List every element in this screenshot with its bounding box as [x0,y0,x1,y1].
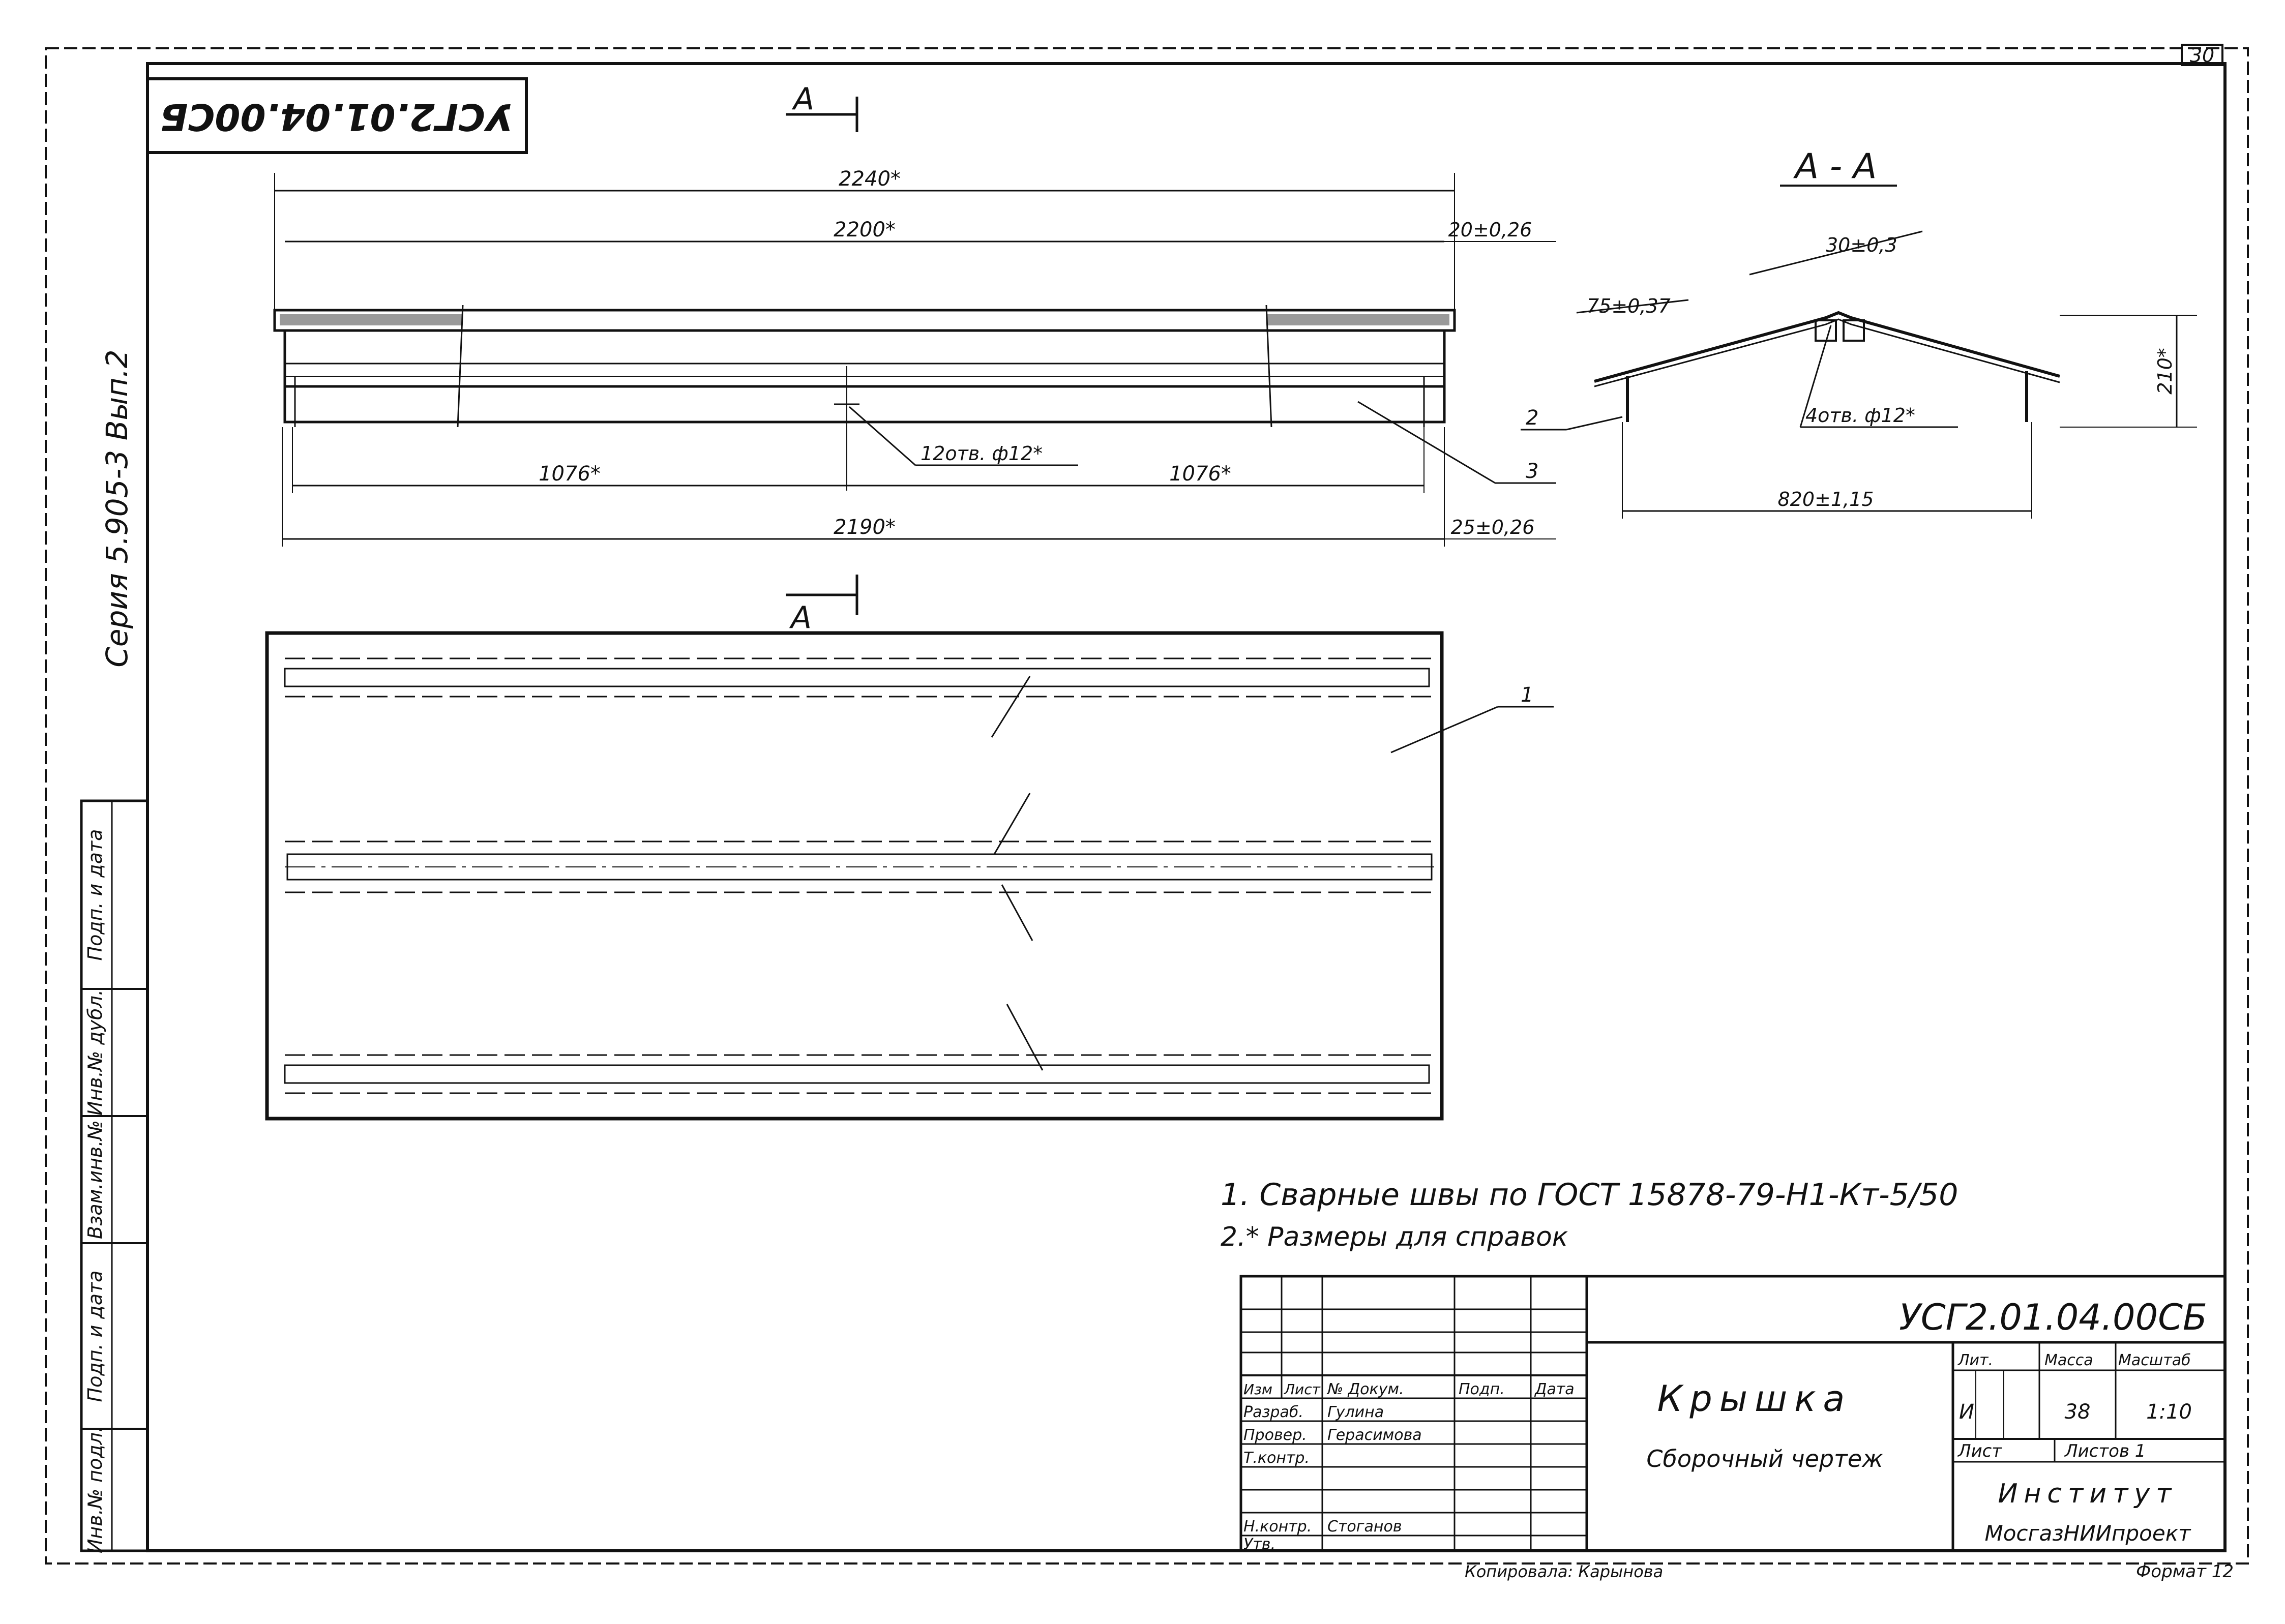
lit-label: Лит. [1957,1351,1993,1369]
role-1: Разраб. [1243,1403,1303,1421]
lit-value: И [1959,1400,1974,1424]
dim-end-bottom: 25±0,26 [1451,516,1535,538]
front-view: А А 2240* 2200* 20±0,26 1076* 107 [273,81,1556,636]
role-5: Утв. [1243,1536,1275,1553]
stamp-box [146,77,528,154]
side-col-2: Инв.№ дубл. [84,989,106,1116]
part-name: Крышка [1657,1378,1852,1420]
side-column-group: Подп. и дата Инв.№ дубл. Взам.инв.№ Подп… [80,799,149,1553]
callout-2: 2 [1526,406,1538,430]
name-2: Герасимова [1327,1426,1422,1444]
mass-label: Масса [2044,1351,2093,1369]
section-mark-bottom: А [789,600,812,636]
dim-holes: 12отв. ф12* [921,442,1043,465]
name-4: Стоганов [1327,1518,1402,1536]
role-4: Н.контр. [1243,1518,1312,1536]
plan-view: 1 [265,631,1554,1121]
hdr-izm: Изм [1243,1381,1272,1398]
dim-width: 820±1,15 [1778,488,1874,510]
stamp-rotated-code: УСГ2.01.04.00СБ [160,96,514,138]
hdr-doc: № Докум. [1326,1380,1404,1398]
dim-overall: 2240* [839,167,901,191]
doc-code: УСГ2.01.04.00СБ [1899,1297,2207,1338]
sheet-number: 30 [2190,44,2214,67]
dim-top: 30±0,3 [1826,234,1897,256]
sheets-label: Листов 1 [2064,1441,2146,1461]
side-col-4: Подп. и дата [84,1271,106,1402]
series-text: Серия 5.905-3 Вып.2 [100,349,134,667]
sheet-label: Лист [1957,1441,2002,1461]
dim-height: 210* [2154,348,2176,395]
dim-right: 1076* [1169,462,1231,486]
dim-bottom: 2190* [834,516,896,539]
drawing-subtitle: Сборочный чертеж [1646,1445,1883,1472]
sheet-number-box [2181,44,2223,66]
side-col-3: Взам.инв.№ [84,1120,106,1239]
dim-holes-aa: 4отв. ф12* [1805,404,1915,427]
section-aa: А - А 75±0,37 30±0,3 4отв. ф12* 210* 820… [1521,146,2197,519]
mass-value: 38 [2065,1400,2091,1424]
callout-3: 3 [1526,460,1538,483]
side-col-5: Инв.№ подл. [84,1426,106,1553]
side-col-1: Подп. и дата [84,829,106,961]
callout-1: 1 [1521,683,1533,707]
copied-by: Копировала: Карынова [1465,1562,1663,1581]
scale-value: 1:10 [2146,1400,2192,1424]
role-3: Т.контр. [1243,1449,1310,1467]
format-label: Формат 12 [2136,1561,2234,1582]
dim-end-top: 20±0,26 [1448,219,1532,241]
scale-label: Масштаб [2118,1351,2191,1369]
role-2: Провер. [1243,1426,1307,1444]
dim-slope: 75±0,37 [1587,295,1671,317]
dim-inner: 2200* [834,218,896,242]
outer-frame [45,47,2249,1565]
hdr-date: Дата [1534,1380,1575,1398]
dim-left: 1076* [539,462,601,486]
note-1: 1. Сварные швы по ГОСТ 15878-79-Н1-Кт-5/… [1221,1177,1958,1213]
title-block: Изм Лист № Докум. Подп. Дата Разраб. Гул… [1239,1275,2227,1553]
name-1: Гулина [1327,1403,1384,1421]
org-line1: Институт [1998,1479,2178,1509]
org-line2: МосгазНИИпроект [1984,1521,2191,1546]
section-mark-top: А [791,81,814,117]
note-2: 2.* Размеры для справок [1221,1222,1568,1252]
hdr-sign: Подп. [1459,1380,1505,1398]
section-aa-title: А - А [1793,146,1877,187]
hdr-list: Лист [1284,1381,1321,1398]
